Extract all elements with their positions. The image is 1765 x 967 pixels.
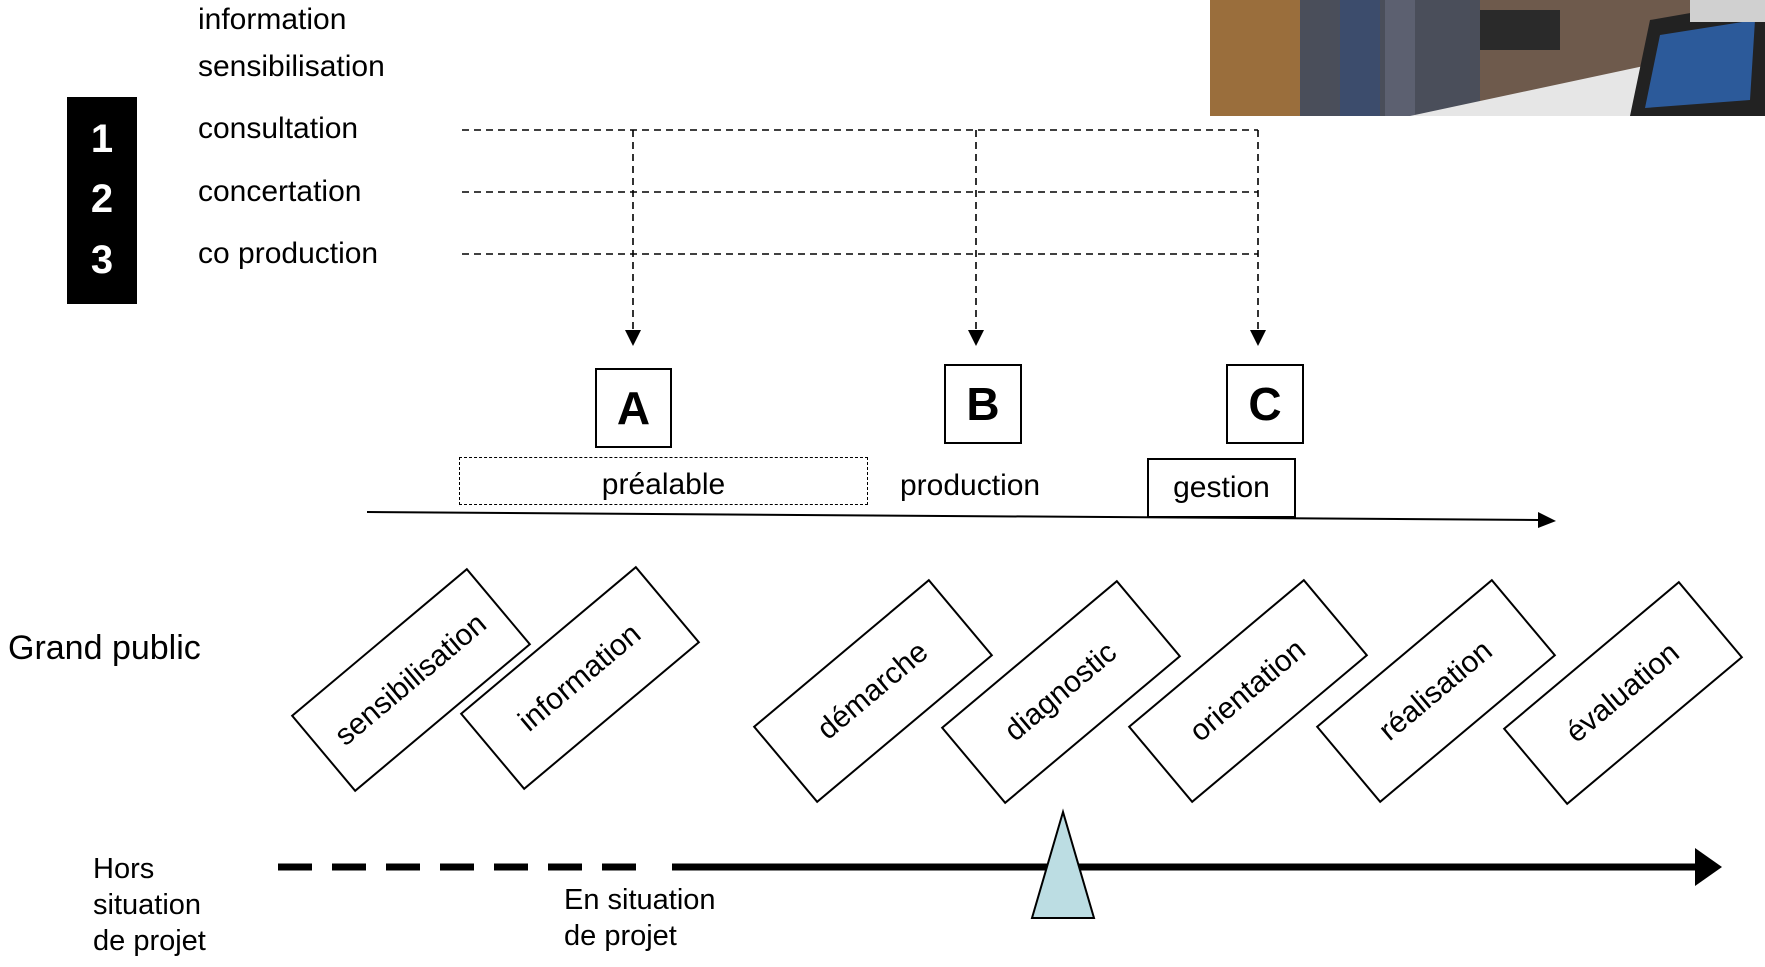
timeline-label-hors-projet: Hors situation de projet — [93, 853, 206, 957]
level-concertation: concertation — [198, 175, 362, 208]
level-number-2: 2 — [90, 177, 114, 221]
phase-label-prealable: préalable — [459, 457, 868, 505]
phase-box-b: B — [944, 364, 1022, 444]
level-number-1: 1 — [90, 117, 114, 161]
timeline-arrowhead — [1695, 848, 1722, 886]
phase-box-a: A — [595, 368, 672, 448]
audience-label: Grand public — [8, 629, 201, 667]
level-number-box: 1 2 3 — [67, 97, 137, 304]
level-number-3: 3 — [90, 238, 114, 282]
phase-label-gestion: gestion — [1147, 458, 1296, 518]
level-coproduction: co production — [198, 237, 379, 270]
timeline-label-en-projet: En situation de projet — [564, 884, 716, 952]
phase-label-production: production — [900, 469, 1041, 502]
phase-box-c: C — [1226, 364, 1304, 444]
level-sensibilisation: sensibilisation — [198, 50, 385, 83]
workshop-photo — [1210, 0, 1765, 116]
phase-axis-arrowhead — [1538, 512, 1556, 528]
phase-axis — [366, 511, 1539, 521]
level-information: information — [198, 3, 347, 36]
level-consultation: consultation — [198, 112, 359, 145]
triangle-marker-icon — [1030, 808, 1096, 919]
